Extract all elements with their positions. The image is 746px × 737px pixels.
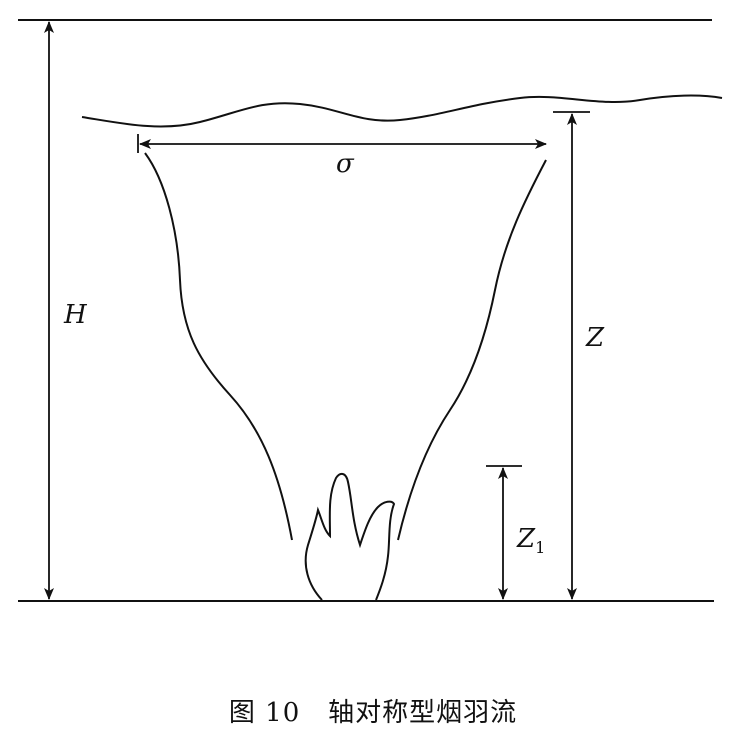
plume-right-boundary xyxy=(397,159,547,541)
height-flame-label: Z1 xyxy=(516,524,545,557)
flame-icon xyxy=(304,472,396,601)
plume-left-boundary xyxy=(144,152,293,541)
plume-width-label: σ xyxy=(336,149,355,179)
height-total-label: H xyxy=(63,300,88,330)
height-flame-subscript: 1 xyxy=(535,538,545,557)
smoke-layer-interface xyxy=(81,94,723,128)
height-flame-main: Z xyxy=(516,524,536,554)
height-plume-label: Z xyxy=(585,323,605,353)
figure-caption: 图 10 轴对称型烟羽流 xyxy=(228,698,518,728)
